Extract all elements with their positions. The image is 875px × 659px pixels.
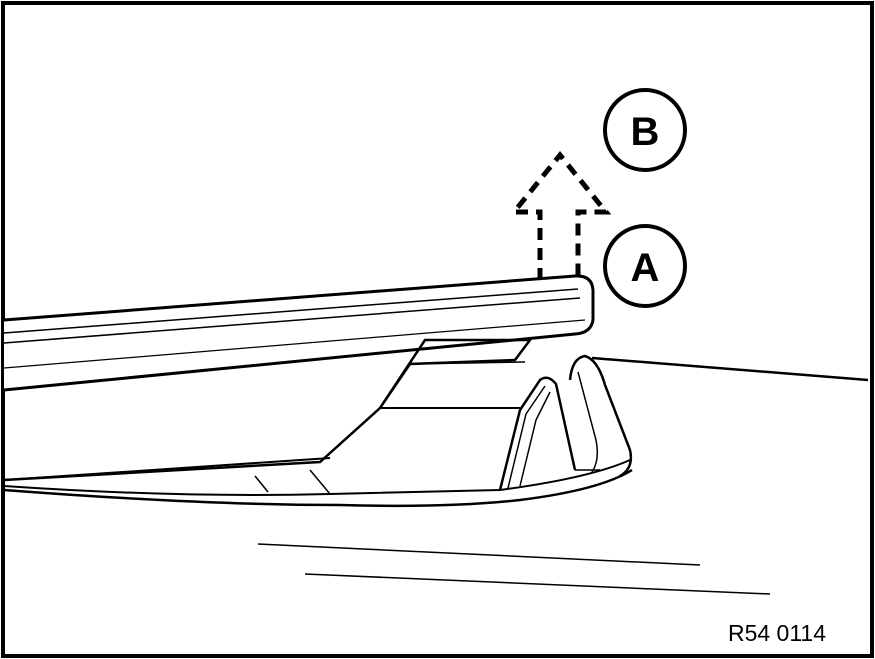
reference-code: R54 0114 xyxy=(728,620,826,646)
callout-b: B xyxy=(603,88,687,172)
trim-strip xyxy=(3,274,595,392)
callout-a-label: A xyxy=(631,246,660,290)
callout-a: A xyxy=(603,224,687,308)
floor-line-2 xyxy=(304,573,771,595)
retaining-clip xyxy=(498,354,633,491)
dashed-arrow-up xyxy=(508,151,612,280)
surface-line-right xyxy=(591,356,869,382)
floor-line-1 xyxy=(257,543,701,566)
callout-b-label: B xyxy=(631,110,660,154)
housing-body xyxy=(3,338,633,508)
